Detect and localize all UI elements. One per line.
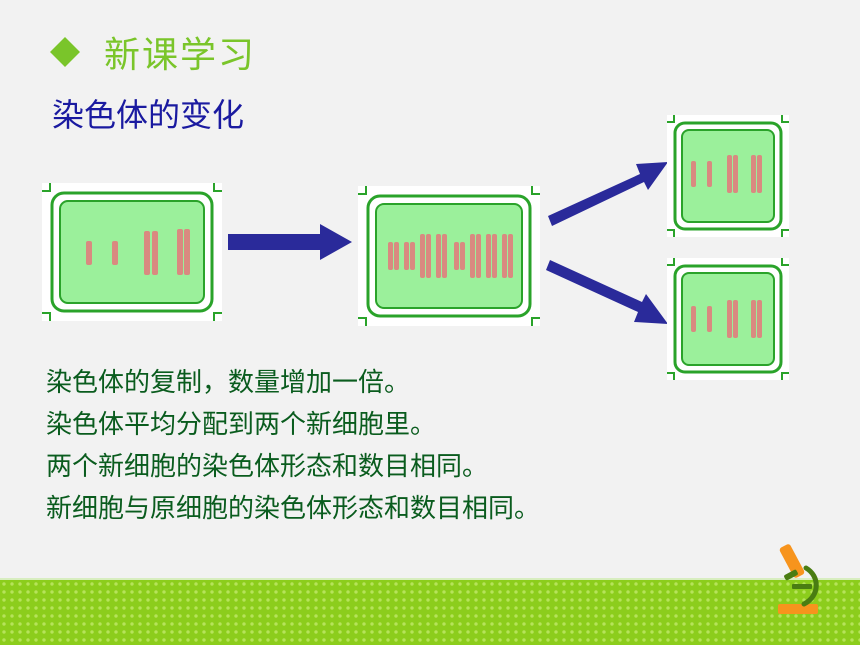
footer-band <box>0 580 860 645</box>
chromosome <box>508 234 513 278</box>
arrow-down-right <box>546 260 668 324</box>
bullet-item: 染色体平均分配到两个新细胞里。 <box>46 410 437 440</box>
chromosome <box>707 161 712 187</box>
daughter-cell-top <box>667 115 789 237</box>
chromosome <box>152 231 158 275</box>
chromosome <box>486 234 491 278</box>
header: 新课学习 <box>48 26 256 78</box>
chromosome <box>733 155 738 193</box>
chromosome <box>470 234 475 278</box>
microscope-icon <box>778 544 819 614</box>
replicated-cell <box>358 186 540 326</box>
chromosome <box>691 306 696 332</box>
parent-cell <box>42 183 222 321</box>
chromosome <box>404 242 409 270</box>
page-title: 新课学习 <box>104 35 257 76</box>
chromosome <box>727 155 732 193</box>
chromosome <box>733 300 738 338</box>
bullet-list: 染色体的复制，数量增加一倍。 染色体平均分配到两个新细胞里。 两个新细胞的染色体… <box>46 362 540 530</box>
arrow-right <box>228 224 352 260</box>
chromosome-group <box>691 300 762 338</box>
section-subtitle: 染色体的变化 <box>52 96 245 134</box>
chromosome <box>177 229 183 275</box>
chromosome <box>442 234 447 278</box>
chromosome <box>727 300 732 338</box>
diamond-bullet-icon <box>50 37 80 67</box>
chromosome <box>436 234 441 278</box>
chromosome <box>454 242 459 270</box>
chromosome <box>426 234 431 278</box>
chromosome <box>420 234 425 278</box>
chromosome <box>707 306 712 332</box>
chromosome <box>388 242 393 270</box>
chromosome-group <box>691 155 762 193</box>
arrow-up-right <box>548 162 668 226</box>
chromosome <box>410 242 415 270</box>
footer-stripe <box>0 578 860 581</box>
chromosome <box>112 241 118 265</box>
chromosome <box>476 234 481 278</box>
chromosome <box>144 231 150 275</box>
chromosome <box>492 234 497 278</box>
chromosome <box>86 241 92 265</box>
chromosome <box>751 300 756 338</box>
bullet-item: 两个新细胞的染色体形态和数目相同。 <box>46 452 489 482</box>
chromosome <box>751 155 756 193</box>
bullet-item: 染色体的复制，数量增加一倍。 <box>46 368 411 398</box>
chromosome <box>394 242 399 270</box>
chromosome-group <box>388 234 513 278</box>
chromosome <box>460 242 465 270</box>
chromosome <box>757 300 762 338</box>
chromosome-group <box>86 229 190 275</box>
chromosome <box>757 155 762 193</box>
daughter-cell-bottom <box>667 258 789 380</box>
chromosome <box>691 161 696 187</box>
chromosome <box>502 234 507 278</box>
bullet-item: 新细胞与原细胞的染色体形态和数目相同。 <box>46 494 541 524</box>
chromosome <box>184 229 190 275</box>
